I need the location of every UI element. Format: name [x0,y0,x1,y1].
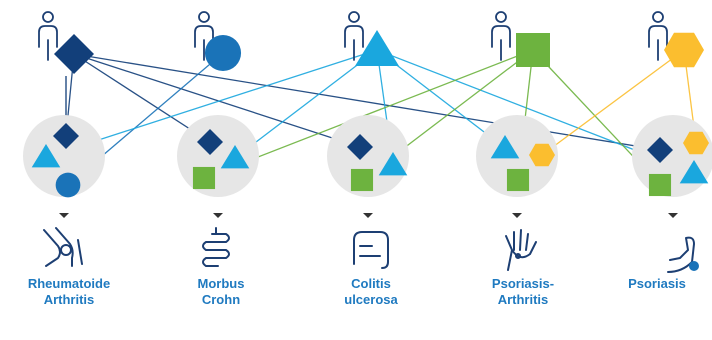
hexagon-marker [664,32,704,68]
diamond-marker [647,137,673,163]
connector-line [73,53,361,148]
label-line-1: Colitis [351,276,391,291]
disease-label-psoriasis-arthritis: Psoriasis- Arthritis [468,276,578,308]
person-icon [194,11,214,61]
colon-icon [353,231,389,269]
connector-line [541,49,685,156]
triangle-marker [355,30,399,66]
arrow-down-icon [213,213,223,218]
disease-label-rheumatoid-arthritis: Rheumatoide Arthritis [14,276,124,308]
hexagon-marker [683,131,709,155]
triangle-marker [220,145,250,169]
label-line-1: Psoriasis [628,276,686,291]
person-head [198,11,210,23]
person-body [491,25,511,48]
diamond-marker [347,134,373,160]
arm-icon [667,236,699,273]
square-marker [648,173,672,197]
hexagon-marker [529,143,555,167]
diagram-nodes [23,11,712,273]
label-line-1: Morbus [197,276,245,291]
triangle-marker [31,144,61,168]
diamond-marker [53,123,79,149]
circle-marker [55,172,81,198]
triangle-marker [378,152,408,176]
circle-marker [204,34,242,72]
person-head [348,11,360,23]
arrow-down-icon [59,213,69,218]
label-line-2: Arthritis [43,292,95,307]
person-head [42,11,54,23]
disease-group-circle [23,115,105,197]
disease-label-morbus-crohn: Morbus Crohn [166,276,276,308]
connector-line [73,53,661,151]
hand-icon [505,229,537,271]
intestine-icon [202,227,230,267]
label-line-1: Psoriasis- [491,276,555,291]
square-marker [192,166,216,190]
triangle-marker [490,135,520,159]
person-icon [344,11,364,61]
label-line-1: Rheumatoide [27,276,111,291]
connector-line [73,53,211,143]
label-line-2: Crohn [201,292,241,307]
person-body [344,25,364,48]
person-body [38,25,58,48]
label-line-2: Arthritis [497,292,549,307]
person-icon [38,11,58,61]
square-marker [350,168,374,192]
disease-label-colitis-ulcerosa: Colitis ulcerosa [316,276,426,308]
person-icon [648,11,668,61]
arrow-down-icon [363,213,373,218]
person-icon [491,11,511,61]
person-head [652,11,664,23]
arrow-down-icon [668,213,678,218]
disease-label-psoriasis: Psoriasis [607,276,707,292]
diamond-marker [197,129,223,155]
knee-joint-icon [43,227,83,267]
diamond-marker [54,34,94,74]
connector-line [376,49,506,149]
label-line-2: ulcerosa [344,292,398,307]
square-marker [506,168,530,192]
person-head [495,11,507,23]
triangle-marker [679,160,709,184]
connector-line [234,49,378,159]
disease-group-circle [327,115,409,197]
disease-group-circle [632,115,712,197]
arrow-down-icon [512,213,522,218]
person-body [648,25,668,48]
person-body [194,25,214,48]
square-marker [516,33,550,67]
disease-group-circle [177,115,259,197]
